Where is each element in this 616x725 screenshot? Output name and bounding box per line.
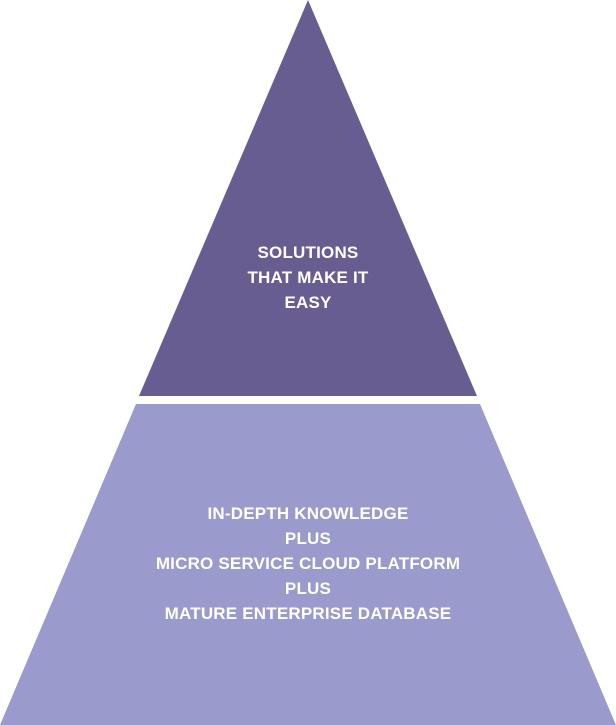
top-tier-line: SOLUTIONS	[257, 243, 359, 262]
top-tier-line: EASY	[284, 293, 332, 312]
bottom-tier-line: PLUS	[284, 579, 332, 598]
top-tier-line: THAT MAKE IT	[247, 268, 369, 287]
bottom-tier-line: MICRO SERVICE CLOUD PLATFORM	[155, 554, 461, 573]
bottom-tier-line: PLUS	[284, 529, 332, 548]
bottom-tier-line: IN-DEPTH KNOWLEDGE	[207, 504, 409, 523]
bottom-tier-label: IN-DEPTH KNOWLEDGE PLUS MICRO SERVICE CL…	[98, 501, 518, 626]
top-tier-label: SOLUTIONS THAT MAKE IT EASY	[203, 240, 413, 315]
bottom-tier-line: MATURE ENTERPRISE DATABASE	[164, 604, 452, 623]
pyramid-bottom-tier	[0, 404, 616, 725]
pyramid-top-tier	[139, 0, 477, 396]
